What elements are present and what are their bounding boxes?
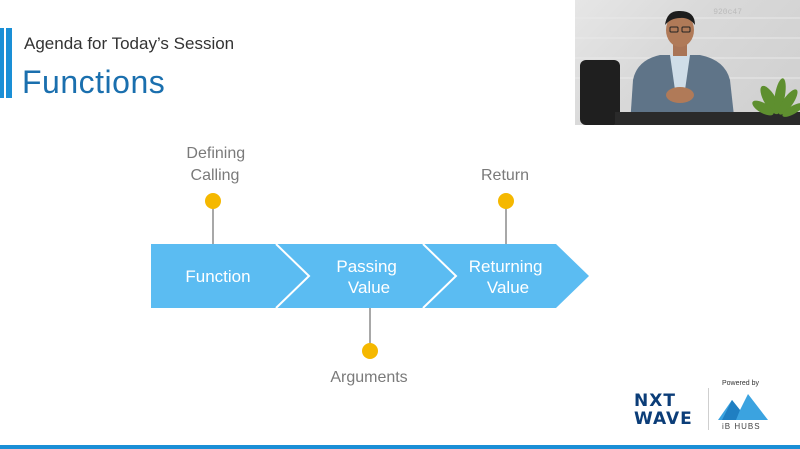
separator-2 <box>422 243 458 309</box>
powered-by-text: Powered by <box>722 380 759 387</box>
footer-accent-line <box>0 445 800 449</box>
logo-divider <box>708 388 709 430</box>
step-label-function: Function <box>185 267 250 286</box>
chevron-returning-value <box>423 244 589 308</box>
title-accent-bar <box>0 28 12 98</box>
marker-dot-arguments <box>362 343 378 359</box>
separator-1 <box>275 243 311 309</box>
ibhubs-logo-text: iB HUBS <box>722 422 761 431</box>
marker-dot-return <box>498 193 514 209</box>
nxtwave-logo: NXT WAVE <box>634 392 693 428</box>
nxtwave-logo-line2: WAVE <box>634 409 693 429</box>
chevron-passing-value <box>276 244 456 308</box>
webcam-code: 920c47 <box>713 8 742 17</box>
marker-dot-defining-calling <box>205 193 221 209</box>
step-label-returning-value: Returning Value <box>469 257 547 297</box>
presenter-illustration <box>575 10 800 125</box>
step-label-passing-value: Passing Value <box>336 257 401 297</box>
nxtwave-logo-line1: NXT <box>634 391 676 411</box>
presenter-webcam: 920c47 <box>575 0 800 125</box>
chevron-function <box>151 244 309 308</box>
slide-title: Functions <box>22 64 166 100</box>
annotation-arguments: Arguments <box>330 369 407 386</box>
slide-subtitle: Agenda for Today’s Session <box>24 34 235 53</box>
ibhubs-mountain-icon <box>718 394 768 420</box>
annotation-return: Return <box>481 167 529 184</box>
annotation-defining-calling: Defining Calling <box>186 145 249 184</box>
